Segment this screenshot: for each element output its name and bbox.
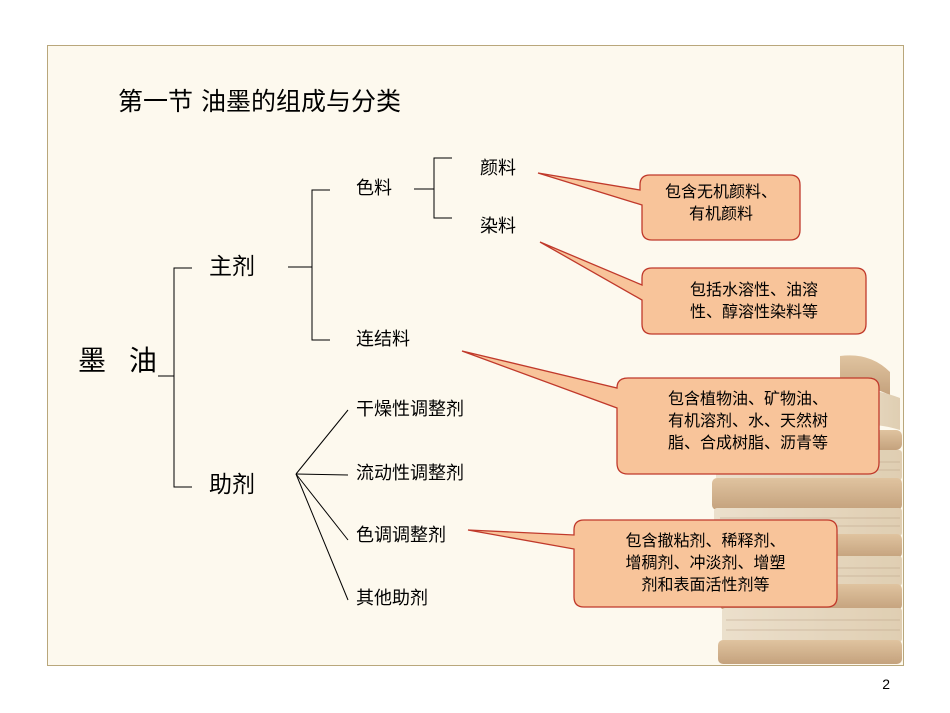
root-node-ink: 墨 油 xyxy=(78,344,164,377)
node-auxiliary-agent: 助剂 xyxy=(209,472,255,498)
callout-line: 包含植物油、矿物油、 xyxy=(667,389,828,408)
callout-line: 有机颜料 xyxy=(688,204,753,223)
callout-text-auxiliary: 包含撤粘剂、稀释剂、 增稠剂、冲淡剂、增塑 剂和表面活性剂等 xyxy=(574,530,837,596)
callout-text-dye: 包括水溶性、油溶 性、醇溶性染料等 xyxy=(642,279,866,323)
callout-line: 剂和表面活性剂等 xyxy=(641,575,770,594)
callout-line: 增稠剂、冲淡剂、增塑 xyxy=(625,553,786,572)
node-other-auxiliary: 其他助剂 xyxy=(356,588,428,609)
node-pigment: 颜料 xyxy=(480,158,516,179)
slide-title: 第一节 油墨的组成与分类 xyxy=(118,87,401,116)
callout-line: 性、醇溶性染料等 xyxy=(689,302,818,321)
callout-line: 包含无机颜料、 xyxy=(664,182,777,201)
node-flow-adjuster: 流动性调整剂 xyxy=(356,463,464,484)
page-number: 2 xyxy=(882,676,890,692)
callout-text-pigment: 包含无机颜料、 有机颜料 xyxy=(642,181,800,225)
node-colorant: 色料 xyxy=(356,178,392,199)
callout-line: 包括水溶性、油溶 xyxy=(689,280,818,299)
node-drying-adjuster: 干燥性调整剂 xyxy=(356,399,464,420)
callout-text-binder: 包含植物油、矿物油、 有机溶剂、水、天然树 脂、合成树脂、沥青等 xyxy=(617,388,879,454)
node-dye: 染料 xyxy=(480,216,516,237)
node-binder: 连结料 xyxy=(356,329,410,350)
node-tone-adjuster: 色调调整剂 xyxy=(356,525,446,546)
node-main-agent: 主剂 xyxy=(209,254,255,280)
callout-line: 包含撤粘剂、稀释剂、 xyxy=(625,531,786,550)
callout-line: 脂、合成树脂、沥青等 xyxy=(667,433,828,452)
callout-line: 有机溶剂、水、天然树 xyxy=(667,411,828,430)
